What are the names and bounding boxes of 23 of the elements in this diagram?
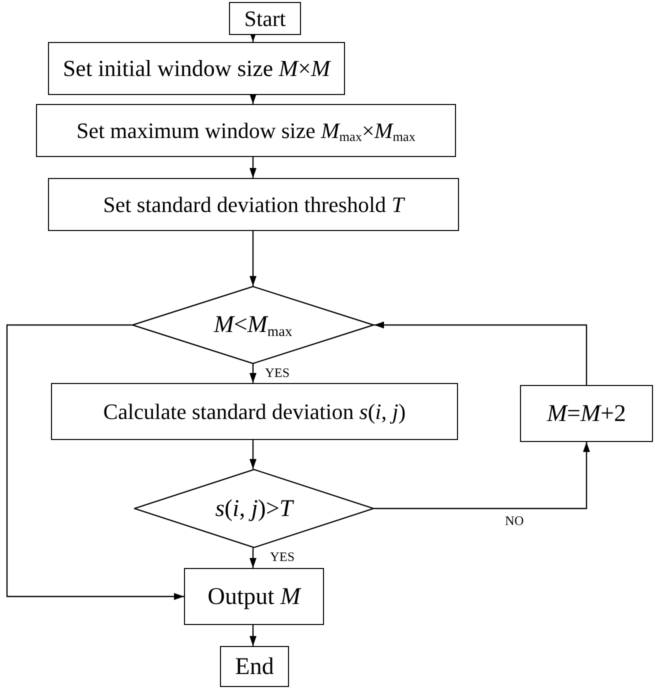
arrow xyxy=(250,94,256,104)
arrow xyxy=(374,442,590,510)
edge-label: YES xyxy=(265,366,290,379)
edge-label: NO xyxy=(505,514,524,527)
process-box: Set maximum window size M$_{max}$×M$_{max}$ xyxy=(36,104,456,157)
decision-diamond: s(i, j)>T xyxy=(134,469,374,548)
arrow xyxy=(250,231,256,286)
process-box: Set standard deviation threshold T xyxy=(48,178,459,231)
process-box: M=M+2 xyxy=(520,385,653,442)
arrow xyxy=(374,322,588,385)
decision-diamond: M<M$_{max}$ xyxy=(132,286,374,364)
arrow xyxy=(250,440,256,469)
process-box: Output M xyxy=(184,568,324,625)
arrow xyxy=(250,364,256,383)
arrow xyxy=(6,324,184,600)
process-box: Set initial window size M×M xyxy=(48,42,345,95)
arrow xyxy=(250,625,256,646)
arrow xyxy=(250,157,256,178)
arrow xyxy=(250,548,256,568)
process-box: Calculate standard deviation s(i, j) xyxy=(51,383,458,440)
terminal-box: End xyxy=(220,646,289,687)
edge-label: YES xyxy=(270,550,295,563)
terminal-box: Start xyxy=(229,2,301,35)
